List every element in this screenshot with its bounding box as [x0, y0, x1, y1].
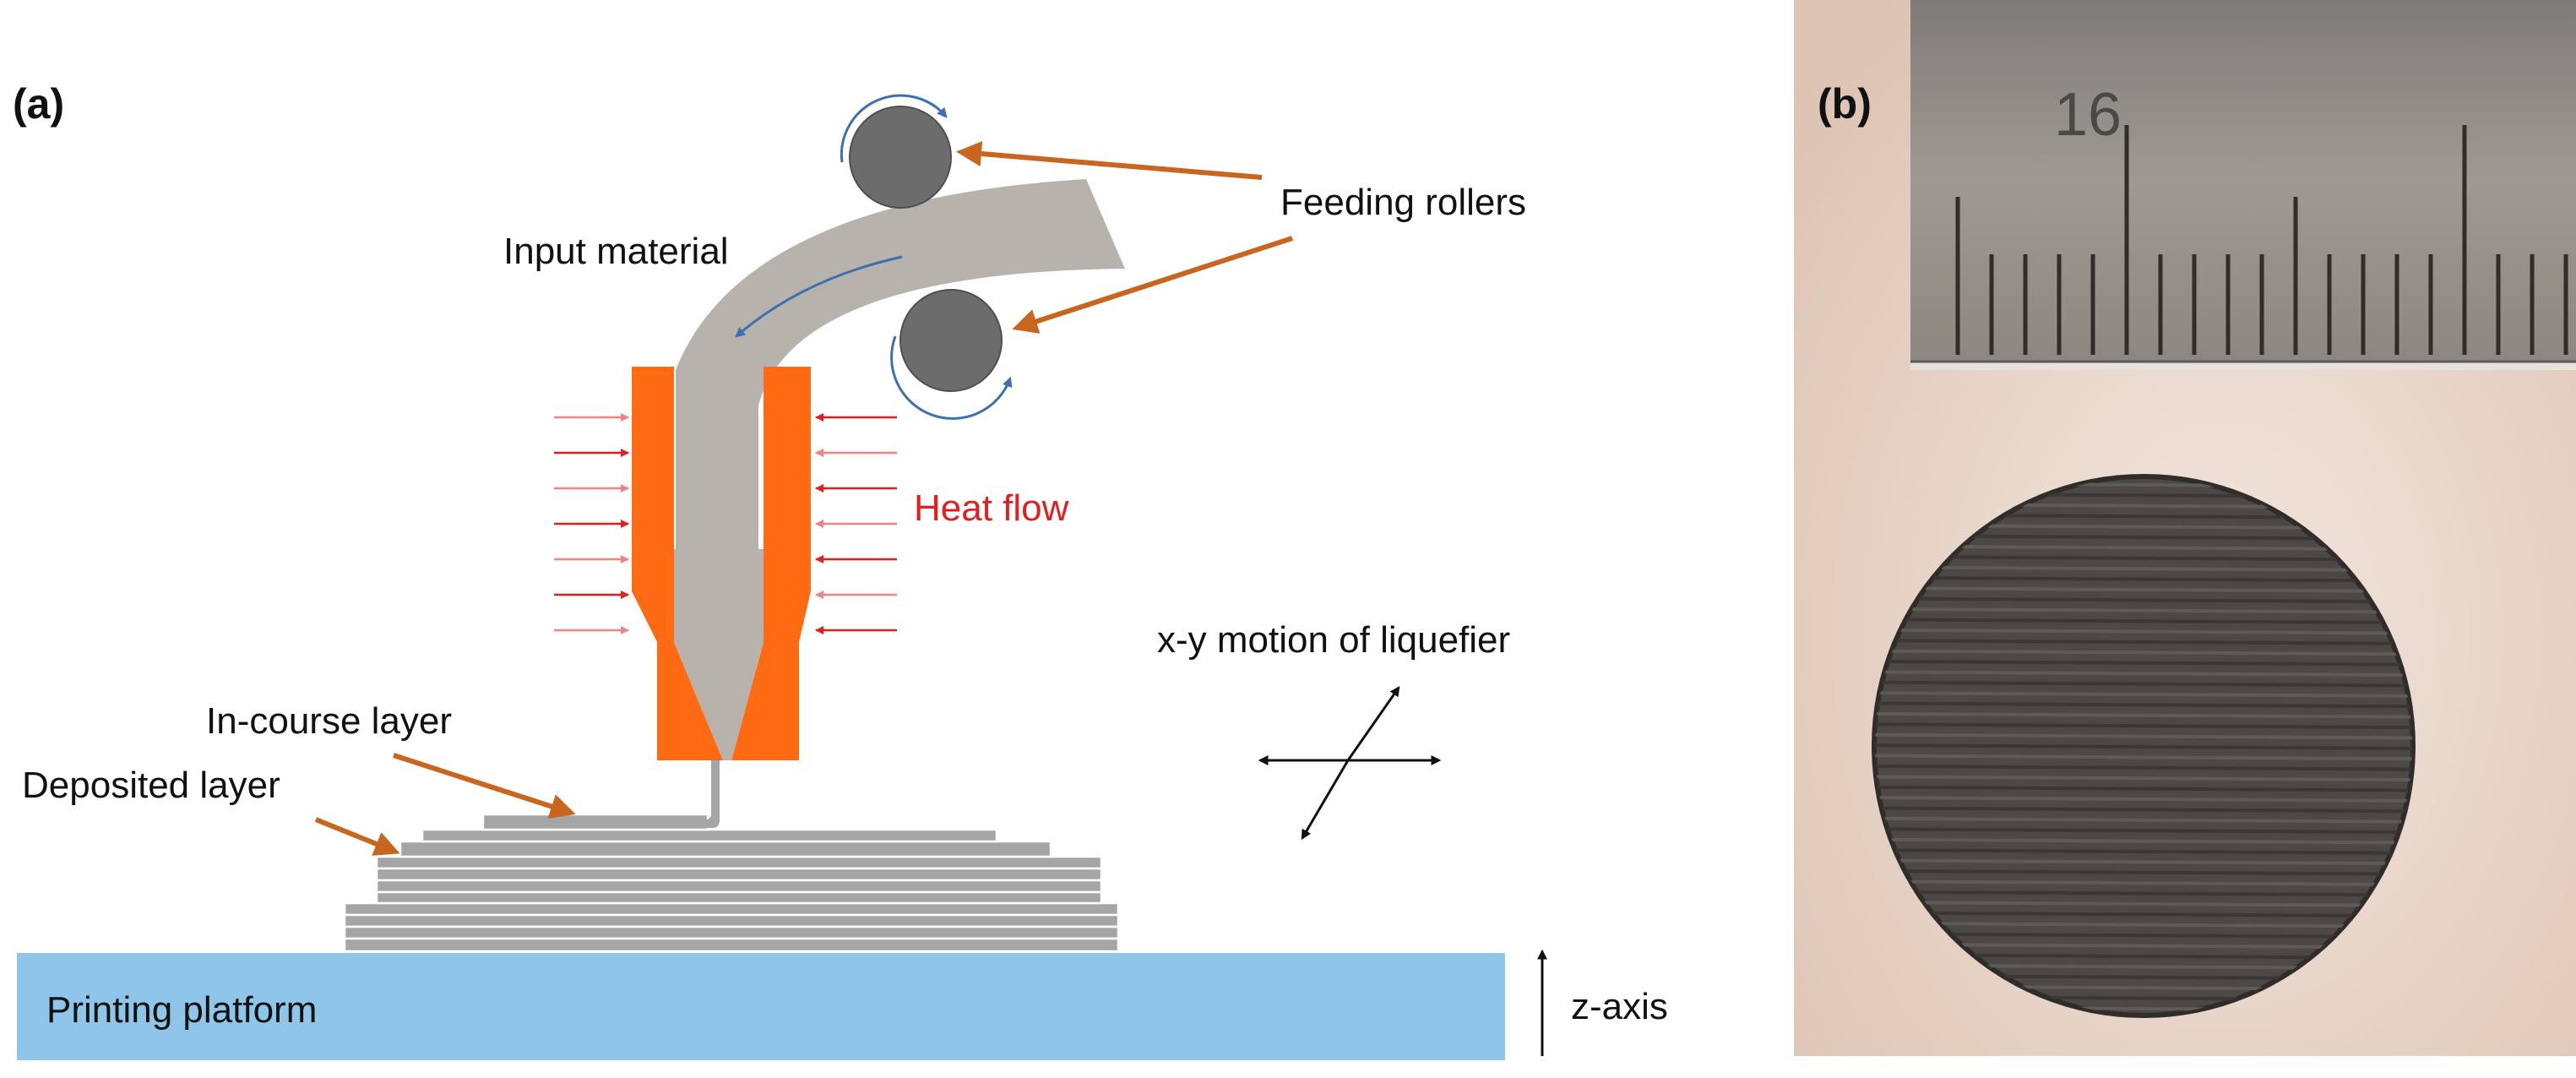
- in-course-layer-label: In-course layer: [206, 700, 452, 742]
- raster-line: [1875, 764, 2412, 771]
- panel-label-a: (a): [13, 80, 64, 128]
- raster-line: [1875, 901, 2412, 907]
- deposited-layer-label: Deposited layer: [22, 765, 280, 806]
- ruler: [1910, 0, 2576, 362]
- raster-line: [1875, 911, 2412, 918]
- raster-line: [1875, 858, 2412, 866]
- raster-line: [1875, 554, 2412, 562]
- raster-line: [1875, 837, 2412, 845]
- feed-direction-arrow: [735, 255, 903, 338]
- raster-line: [1875, 659, 2412, 667]
- raster-line: [1875, 701, 2412, 709]
- heat-flow-arrows-left: [554, 413, 629, 634]
- input-material-label: Input material: [503, 231, 729, 272]
- raster-line: [1875, 868, 2412, 876]
- raster-line: [1875, 921, 2412, 928]
- heat-flow-arrows-right: [815, 413, 897, 634]
- deposited-layer-pointer: [314, 817, 400, 856]
- raster-line: [1875, 711, 2412, 719]
- raster-line: [1875, 628, 2412, 635]
- raster-line: [1875, 743, 2412, 750]
- raster-line: [1875, 806, 2412, 814]
- raster-line: [1875, 722, 2412, 730]
- raster-line: [1875, 618, 2412, 625]
- printing-platform-label: Printing platform: [46, 989, 317, 1031]
- raster-line: [1875, 586, 2412, 593]
- raster-line: [1875, 565, 2412, 573]
- raster-line: [1875, 785, 2412, 792]
- raster-line: [1875, 680, 2412, 688]
- printing-platform: [17, 953, 1505, 1060]
- liquefier-nozzle: [591, 367, 811, 828]
- ruler-ticks: [1955, 125, 2568, 355]
- sample-photo: 16: [1794, 0, 2576, 1056]
- deposited-layers: [343, 813, 1120, 953]
- feeding-roller-top: [849, 106, 952, 209]
- feeding-rollers-pointer-top: [956, 141, 1263, 180]
- panel-label-b: (b): [1818, 80, 1872, 128]
- raster-line: [1875, 691, 2412, 698]
- raster-line: [1875, 732, 2412, 740]
- ruler-number: 16: [2054, 81, 2122, 149]
- raster-line: [1875, 754, 2412, 761]
- xy-motion-label: x-y motion of liquefier: [1157, 619, 1510, 661]
- rotation-arrow-top: [840, 94, 948, 163]
- feeding-rollers-label: Feeding rollers: [1280, 182, 1526, 223]
- raster-line: [1875, 575, 2412, 583]
- raster-line: [1875, 890, 2412, 897]
- raster-line: [1875, 639, 2412, 645]
- xy-motion-arrows: [1258, 686, 1442, 841]
- raster-line: [1875, 670, 2412, 678]
- rotation-arrow-bottom: [890, 335, 1013, 420]
- raster-line: [1875, 827, 2412, 835]
- feeding-roller-bottom: [899, 289, 1003, 392]
- heat-flow-label: Heat flow: [914, 487, 1069, 529]
- in-course-layer-pointer: [393, 753, 576, 819]
- raster-line: [1875, 607, 2412, 614]
- raster-line: [1875, 879, 2412, 887]
- feeding-rollers-pointer-bottom: [1012, 236, 1293, 334]
- raster-line: [1875, 596, 2412, 604]
- raster-line: [1875, 816, 2412, 824]
- raster-line: [1875, 775, 2412, 782]
- raster-line: [1875, 649, 2412, 656]
- raster-line: [1875, 796, 2412, 803]
- z-axis-label: z-axis: [1571, 986, 1668, 1027]
- input-material-filament: [676, 179, 1125, 549]
- raster-line: [1875, 848, 2412, 855]
